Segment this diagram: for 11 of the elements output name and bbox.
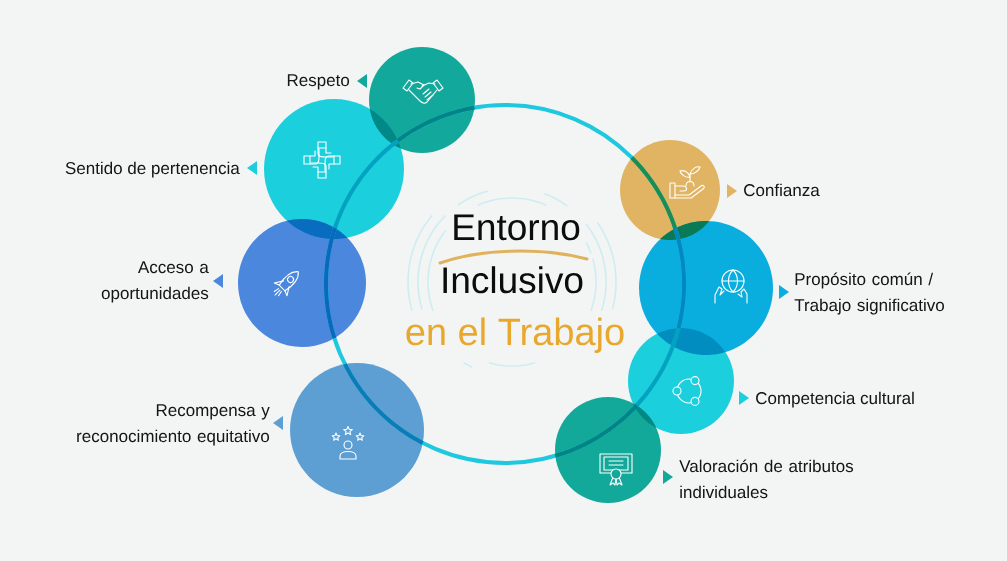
side-label: Valoración de atributos individuales: [679, 459, 854, 499]
side-label: Recompensa y reconocimiento equitativo: [77, 404, 270, 446]
side-label: Respeto: [287, 74, 350, 90]
subtitle-text: en el Trabajo: [406, 317, 624, 353]
title-text: Entorno: [454, 214, 580, 241]
side-label: Confianza: [744, 183, 820, 197]
side-label: Sentido de pertenencia: [65, 161, 240, 178]
side-label: Competencia cultural: [756, 391, 914, 408]
side-label: Propósito común / Trabajo significativo: [794, 272, 944, 315]
side-label: Acceso a oportunidades: [101, 261, 209, 303]
title-text: Inclusivo: [443, 266, 583, 294]
